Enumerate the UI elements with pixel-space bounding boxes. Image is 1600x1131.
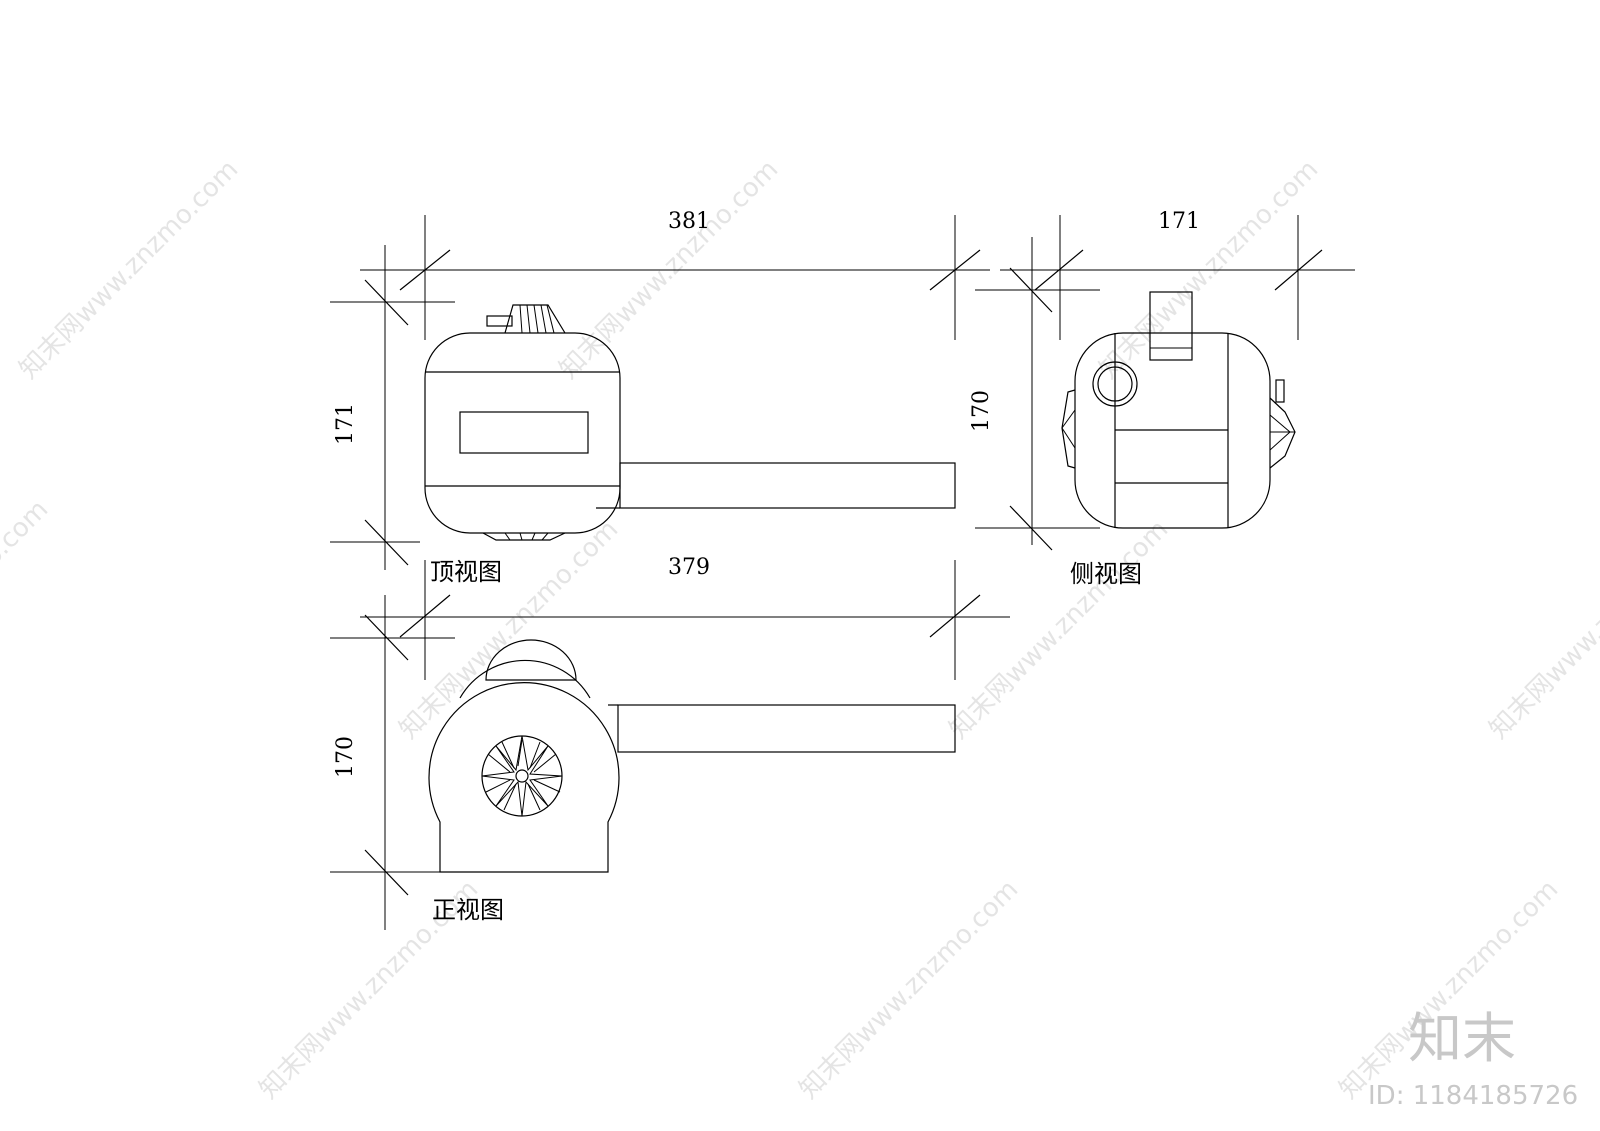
watermark-layer: 知末网www.znzmo.com 知末网www.znzmo.com 知末网www… [0, 154, 1600, 1105]
brand-logo: 知末 [1408, 1007, 1516, 1070]
watermark-text-7: 知末网www.znzmo.com [1484, 514, 1600, 745]
front-view-label: 正视图 [432, 896, 504, 924]
front-width-dimension: 379 [668, 555, 710, 580]
watermark-text-10: 知末网www.znzmo.com [1334, 874, 1565, 1105]
watermark-text-6: 知末网www.znzmo.com [944, 514, 1175, 745]
front-height-dimension: 170 [333, 736, 358, 778]
top-view-label: 顶视图 [430, 558, 502, 586]
id-label: ID: 1184185726 [1368, 1081, 1578, 1111]
front-view: 379 170 正视图 [330, 555, 1010, 930]
watermark-text-9: 知末网www.znzmo.com [794, 874, 1025, 1105]
fan-rotor [481, 735, 563, 817]
top-width-dimension: 381 [668, 209, 710, 234]
side-width-dimension: 171 [1158, 209, 1200, 234]
top-view: 381 171 顶视图 [330, 209, 990, 586]
watermark-text-1: 知末网www.znzmo.com [14, 154, 245, 385]
side-view: 171 170 侧视图 [969, 209, 1355, 588]
watermark-text-4: 知末网www.znzmo.com [0, 494, 54, 725]
watermark-text-5: 知末网www.znzmo.com [394, 514, 625, 745]
side-height-dimension: 170 [969, 390, 994, 432]
top-height-dimension: 171 [333, 403, 358, 445]
side-view-label: 侧视图 [1070, 560, 1142, 588]
